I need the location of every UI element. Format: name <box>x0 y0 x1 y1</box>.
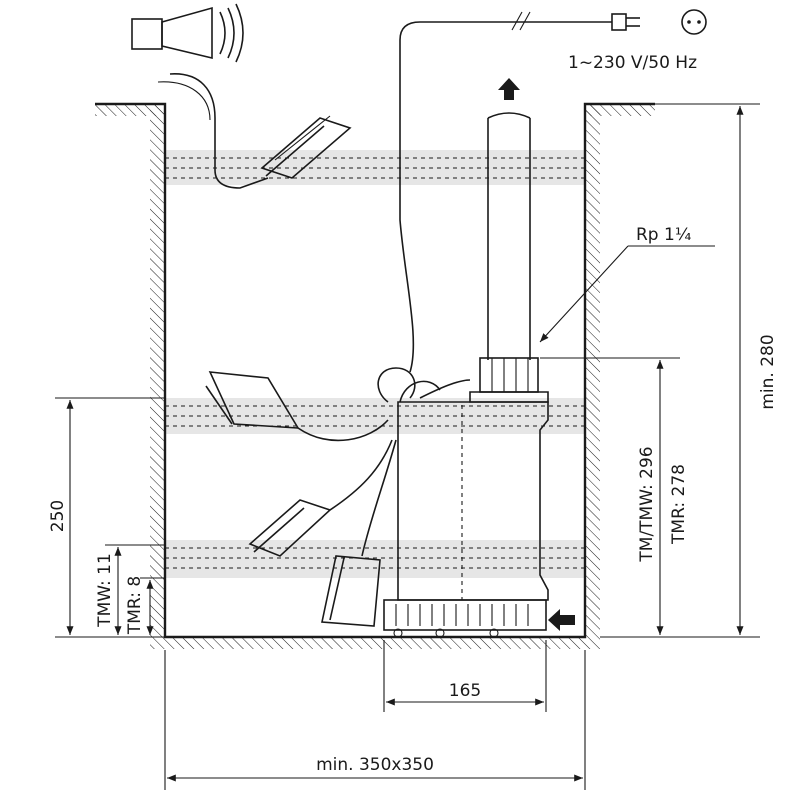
tm-tmw-label: TM/TMW: 296 <box>637 446 657 562</box>
dim-tm-296 <box>540 357 680 635</box>
shaft-walls <box>95 102 655 649</box>
voltage-label: 1~230 V/50 Hz <box>568 53 697 73</box>
thread-leader <box>539 245 715 343</box>
dim-tmw-11 <box>105 544 165 635</box>
dim-350x350 <box>164 650 586 790</box>
alarm-horn-icon <box>131 3 244 63</box>
inlet-arrow-icon <box>548 609 575 631</box>
thread-label: Rp 1¼ <box>636 225 691 245</box>
power-plug-icon <box>611 13 640 31</box>
alarm-cable <box>157 73 269 189</box>
dim-min-280 <box>600 103 760 638</box>
width-165-label: 165 <box>449 681 481 701</box>
water-level-middle <box>165 398 585 434</box>
dim-250 <box>55 397 165 638</box>
tmr-8-label: TMR: 8 <box>125 576 145 635</box>
min-depth-label: min. 280 <box>758 334 778 409</box>
level-250-label: 250 <box>48 500 68 532</box>
tmr-label: TMR: 278 <box>669 464 689 545</box>
water-level-top <box>165 150 585 185</box>
shaft-size-label: min. 350x350 <box>316 755 434 775</box>
pump-unit <box>377 112 549 638</box>
flow-arrow-up-icon <box>498 78 520 100</box>
tmw-11-label: TMW: 11 <box>95 553 115 628</box>
strainer-ribs <box>395 604 529 626</box>
float-switch-bottom <box>321 439 397 627</box>
float-switch-lower <box>248 439 393 557</box>
socket-icon <box>681 9 707 35</box>
float-switch-alarm <box>260 115 352 179</box>
float-switch-middle <box>205 371 389 442</box>
power-cable <box>399 11 612 373</box>
dim-165 <box>383 640 547 712</box>
dim-tmr-8 <box>140 577 165 635</box>
